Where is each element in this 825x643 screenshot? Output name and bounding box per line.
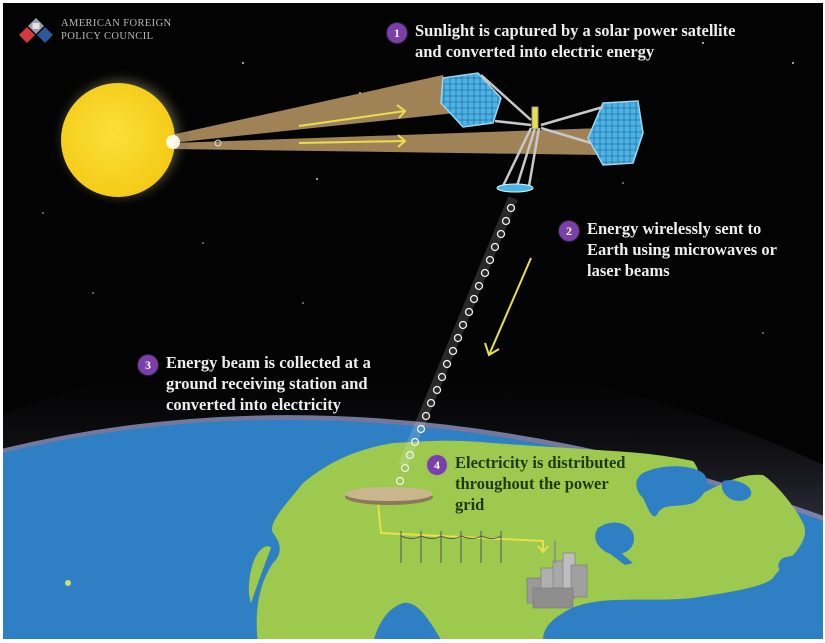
flow-arrows <box>298 104 549 554</box>
diamond-logo-icon <box>19 18 53 43</box>
step-number-badge: 3 <box>138 355 158 375</box>
space-solar-power-infographic: AMERICAN FOREIGN POLICY COUNCIL 1 Sunlig… <box>3 3 823 639</box>
step-4: 4 Electricity is distributed throughout … <box>427 452 625 515</box>
sun <box>61 83 175 197</box>
step-number-badge: 2 <box>559 221 579 241</box>
step-number-badge: 4 <box>427 455 447 475</box>
step-number-badge: 1 <box>387 23 407 43</box>
solar-power-satellite <box>440 72 644 193</box>
power-lines <box>400 531 502 563</box>
step-2: 2 Energy wirelessly sent to Earth using … <box>559 218 777 281</box>
illustration <box>3 42 823 639</box>
microwave-beam <box>395 203 516 486</box>
sunlight-beam-upper <box>171 75 455 143</box>
stars <box>42 42 794 334</box>
step-description: Sunlight is captured by a solar power sa… <box>415 21 736 61</box>
step-description: Electricity is distributed throughout th… <box>455 453 626 514</box>
step-3: 3 Energy beam is collected at a ground r… <box>138 352 371 415</box>
step-description: Energy beam is collected at a ground rec… <box>166 353 371 414</box>
city <box>526 541 588 609</box>
step-description: Energy wirelessly sent to Earth using mi… <box>587 219 777 280</box>
organization-logo: AMERICAN FOREIGN POLICY COUNCIL <box>19 17 172 43</box>
step-1: 1 Sunlight is captured by a solar power … <box>387 20 735 62</box>
organization-name: AMERICAN FOREIGN POLICY COUNCIL <box>61 18 172 42</box>
